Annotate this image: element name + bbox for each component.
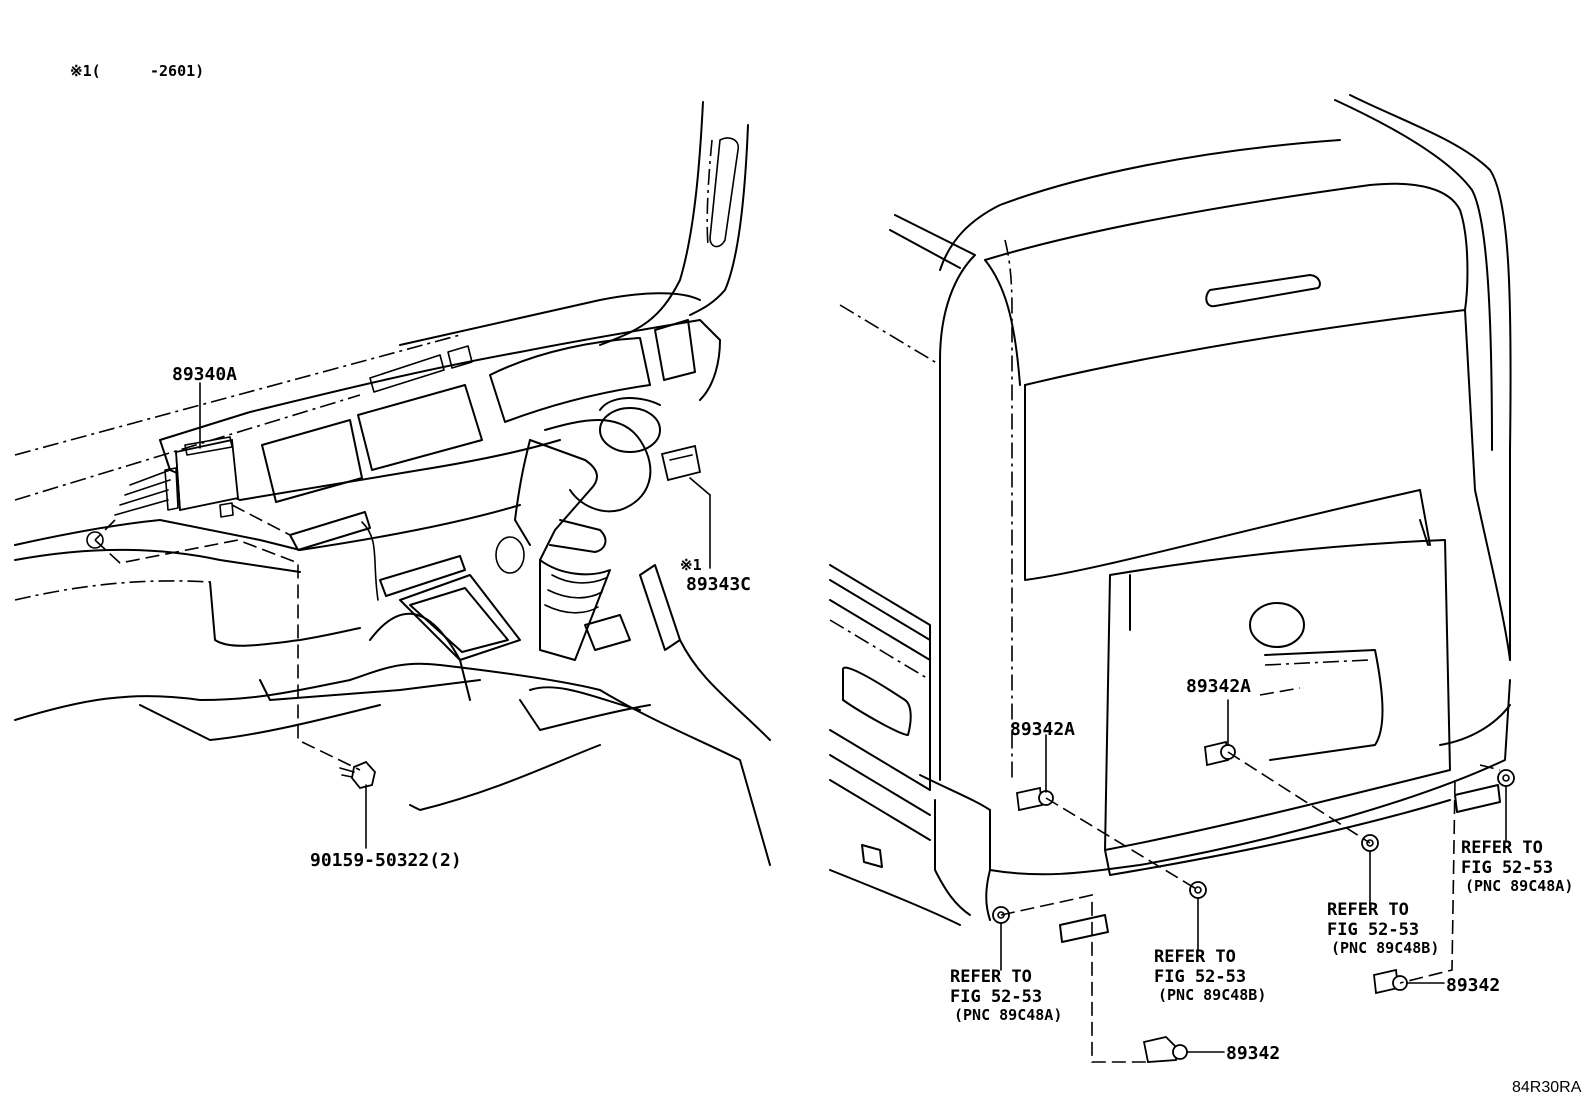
label-89343C: 89343C bbox=[686, 574, 751, 595]
svg-text:FIG 52-53: FIG 52-53 bbox=[1327, 920, 1419, 940]
retainer-89C48B-center bbox=[1189, 881, 1207, 899]
svg-text:FIG 52-53: FIG 52-53 bbox=[1461, 858, 1553, 878]
svg-text:FIG 52-53: FIG 52-53 bbox=[950, 987, 1042, 1007]
label-90159-50322: 90159-50322(2) bbox=[310, 850, 462, 871]
label-89343C-marker: ※1 bbox=[680, 556, 702, 574]
svg-text:(PNC 89C48A): (PNC 89C48A) bbox=[1465, 877, 1573, 895]
sensor-89342-right bbox=[1373, 968, 1408, 995]
svg-text:FIG 52-53: FIG 52-53 bbox=[1154, 967, 1246, 987]
applicability-note-range: -2601) bbox=[150, 62, 204, 80]
applicability-note-marker: ※1( bbox=[70, 62, 101, 80]
refer-to-89C48A-left: REFER TO FIG 52-53 (PNC 89C48A) bbox=[950, 967, 1062, 1024]
svg-text:REFER TO: REFER TO bbox=[1461, 838, 1543, 858]
label-89342-right: 89342 bbox=[1446, 975, 1500, 996]
svg-text:(PNC 89C48B): (PNC 89C48B) bbox=[1331, 939, 1439, 957]
svg-text:REFER TO: REFER TO bbox=[1327, 900, 1409, 920]
vehicle-rear-illustration bbox=[829, 94, 1512, 943]
svg-text:REFER TO: REFER TO bbox=[950, 967, 1032, 987]
sensor-89342-bottom bbox=[1142, 1036, 1188, 1063]
label-89340A: 89340A bbox=[172, 364, 237, 385]
refer-to-89C48A-right: REFER TO FIG 52-53 (PNC 89C48A) bbox=[1461, 838, 1573, 895]
bolt-90159-50322 bbox=[339, 760, 376, 790]
retainer-89C48A-right bbox=[1497, 769, 1515, 787]
svg-text:(PNC 89C48A): (PNC 89C48A) bbox=[954, 1006, 1062, 1024]
figure-code: 84R30RA bbox=[1512, 1079, 1582, 1096]
label-89342A-left: 89342A bbox=[1010, 719, 1075, 740]
label-89342-bottom: 89342 bbox=[1226, 1043, 1280, 1064]
svg-text:(PNC 89C48B): (PNC 89C48B) bbox=[1158, 986, 1266, 1004]
label-89342A-center: 89342A bbox=[1186, 676, 1251, 697]
svg-text:REFER TO: REFER TO bbox=[1154, 947, 1236, 967]
ecu-89340A bbox=[114, 436, 239, 518]
refer-to-89C48B-center: REFER TO FIG 52-53 (PNC 89C48B) bbox=[1154, 947, 1266, 1004]
dashboard-illustration bbox=[14, 101, 771, 866]
refer-to-89C48B-right: REFER TO FIG 52-53 (PNC 89C48B) bbox=[1327, 900, 1439, 957]
